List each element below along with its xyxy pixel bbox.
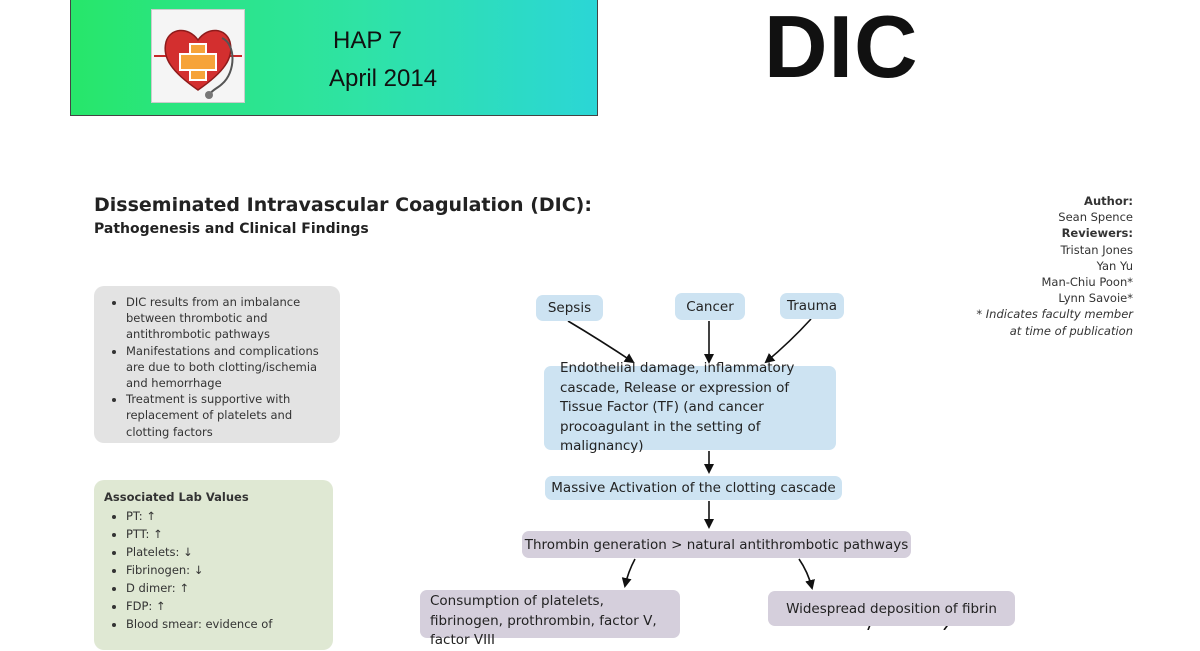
reviewers-label: Reviewers:	[1061, 226, 1133, 241]
author-name: Sean Spence	[1058, 210, 1133, 225]
arrow-to-deposition	[798, 558, 815, 590]
lab-values-list: PT: ↑ PTT: ↑ Platelets: ↓ Fibrinogen: ↓ …	[104, 507, 323, 633]
lab-value-item: Blood smear: evidence of	[126, 615, 323, 633]
reviewer-name: Tristan Jones	[1060, 242, 1133, 257]
arrow-trauma	[764, 318, 812, 364]
banner-course-code: HAP 7	[333, 27, 402, 54]
document-title: Disseminated Intravascular Coagulation (…	[94, 194, 592, 216]
page-title: DIC	[764, 0, 919, 96]
summary-box: DIC results from an imbalance between th…	[94, 286, 340, 443]
flow-node-trauma: Trauma	[780, 293, 844, 319]
faculty-note-line2: at time of publication	[1009, 323, 1133, 338]
summary-item: DIC results from an imbalance between th…	[126, 294, 330, 343]
flow-node-thrombin-generation: Thrombin generation > natural antithromb…	[522, 531, 911, 558]
lab-value-item: Fibrinogen: ↓	[126, 561, 323, 579]
credits-block: Author: Sean Spence Reviewers: Tristan J…	[976, 193, 1133, 339]
document-subtitle: Pathogenesis and Clinical Findings	[94, 221, 369, 237]
flow-node-consumption: Consumption of platelets, fibrinogen, pr…	[420, 590, 680, 648]
lab-value-item: FDP: ↑	[126, 597, 323, 615]
reviewer-name: Yan Yu	[1096, 258, 1133, 273]
header-banner: HAP 7 April 2014	[70, 0, 598, 116]
banner-date: April 2014	[329, 65, 438, 92]
arrow-to-consumption	[621, 558, 636, 588]
flow-node-endothelial-damage: Endothelial damage, inflammatory cascade…	[544, 360, 836, 454]
flow-node-cancer: Cancer	[675, 293, 745, 320]
summary-item: Manifestations and complications are due…	[126, 343, 330, 392]
lab-value-item: PT: ↑	[126, 507, 323, 525]
summary-list: DIC results from an imbalance between th…	[104, 294, 330, 440]
faculty-note-line1: * Indicates faculty member	[976, 307, 1133, 322]
lab-value-item: D dimer: ↑	[126, 579, 323, 597]
summary-item: Treatment is supportive with replacement…	[126, 391, 330, 440]
reviewer-name: Man-Chiu Poon*	[1041, 275, 1133, 290]
lab-values-heading: Associated Lab Values	[104, 490, 249, 504]
flow-node-sepsis: Sepsis	[536, 295, 603, 321]
lab-values-box: Associated Lab Values PT: ↑ PTT: ↑ Plate…	[94, 480, 333, 650]
flowchart-arrows	[567, 318, 951, 630]
lab-value-item: PTT: ↑	[126, 525, 323, 543]
author-label: Author:	[1084, 194, 1133, 208]
flow-node-massive-activation: Massive Activation of the clotting casca…	[545, 476, 842, 500]
heart-medical-cross-icon	[151, 9, 245, 103]
arrow-sepsis	[567, 320, 635, 364]
flow-node-fibrin-deposition: Widespread deposition of fibrin	[768, 591, 1015, 626]
reviewer-name: Lynn Savoie*	[1058, 291, 1133, 306]
lab-value-item: Platelets: ↓	[126, 543, 323, 561]
